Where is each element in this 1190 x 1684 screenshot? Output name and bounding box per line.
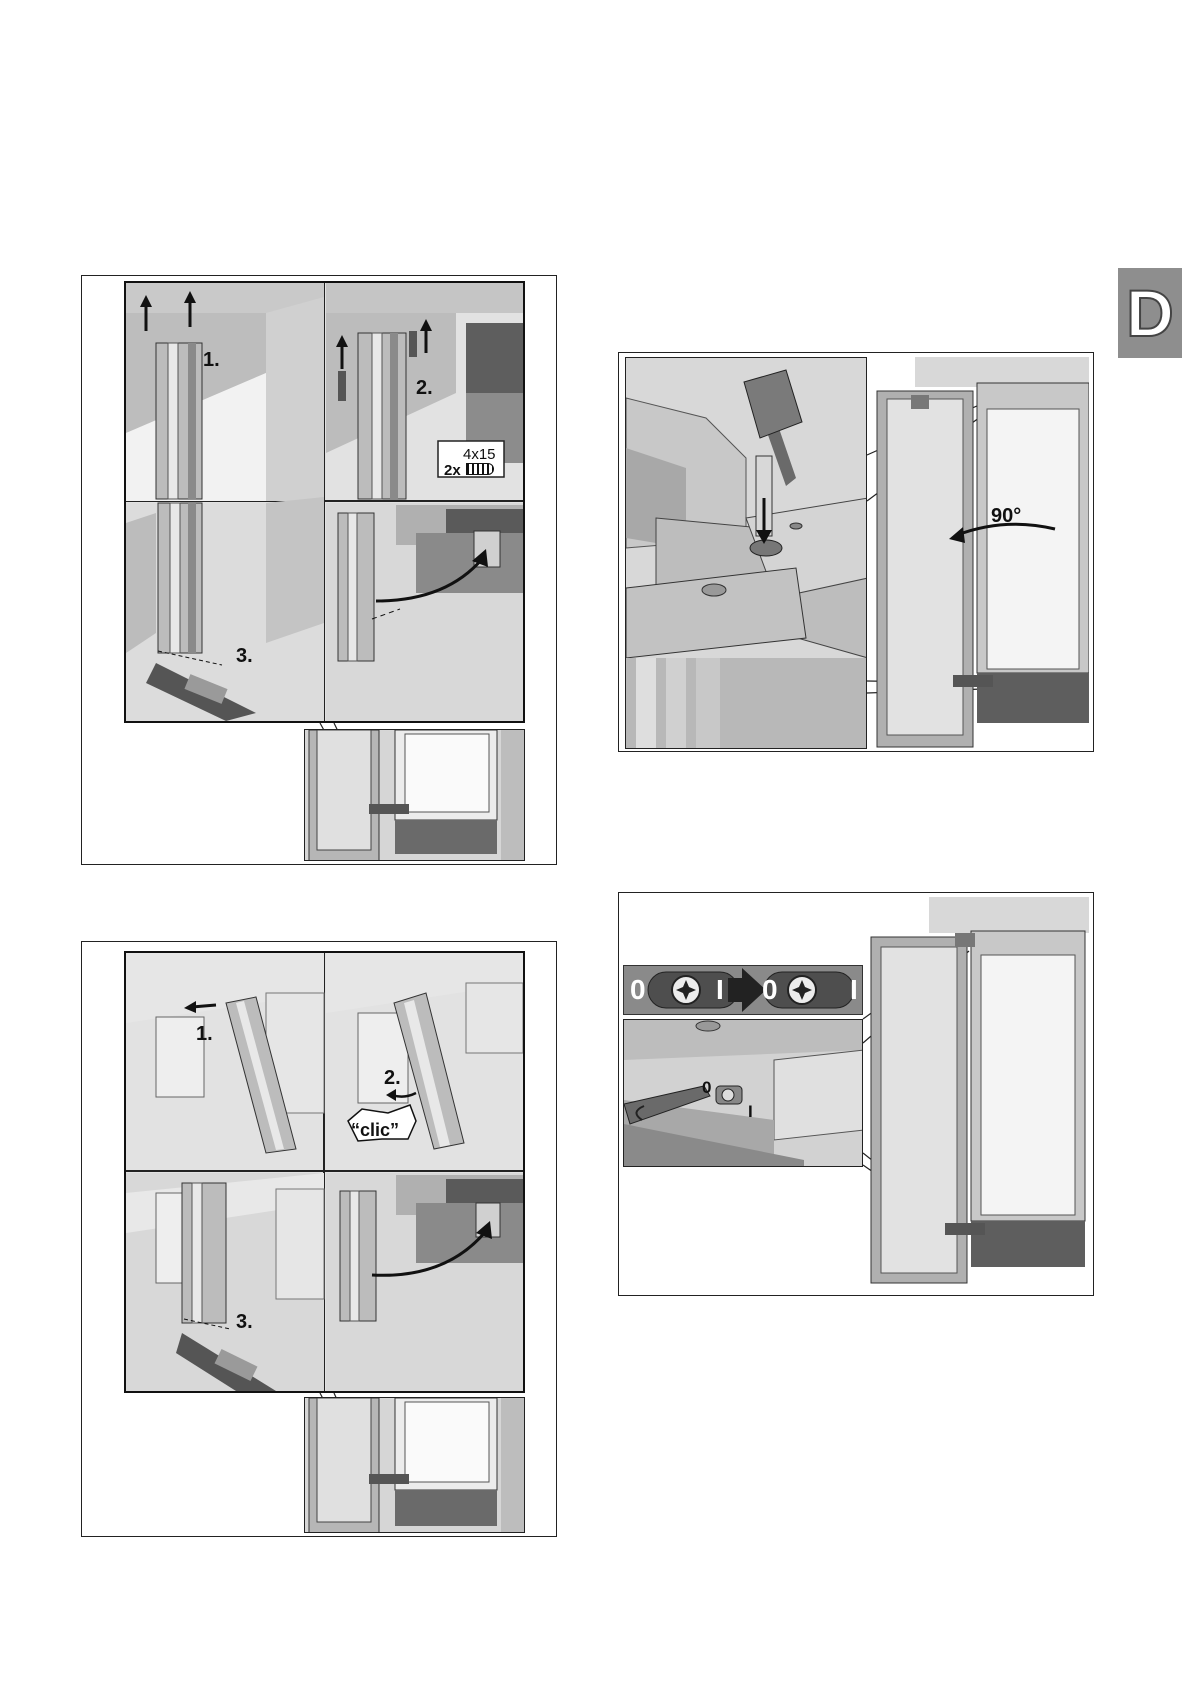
figure-1-inset: [304, 729, 525, 861]
screw-icon: [466, 463, 494, 475]
fig1-screw-qty: 2x: [444, 462, 461, 479]
switch-on-left: I: [716, 974, 724, 1006]
switch-on-right: I: [850, 974, 858, 1006]
figure-1-main-panel: 1. 2. 3. 4x15 2x: [124, 281, 525, 723]
figure-4-screwdriver-detail: [624, 1020, 863, 1167]
fig1-inset-door: [305, 730, 525, 861]
figure-2-illustration: [126, 953, 523, 1391]
fig2-step3-label: 3.: [236, 1311, 253, 1334]
fig1-step2-label: 2.: [416, 377, 433, 400]
fig2-sound-label: “clic”: [351, 1120, 399, 1141]
figure-4-detail-panel: 0 I: [623, 1019, 863, 1167]
fig1-step1-label: 1.: [203, 349, 220, 372]
fig3-angle-label: 90°: [991, 505, 1021, 528]
fig2-step2-label: 2.: [384, 1067, 401, 1090]
fig2-inset-door: [305, 1398, 525, 1533]
figure-3-detail-panel: [625, 357, 867, 749]
figure-2-inset: [304, 1397, 525, 1533]
switch-off-left: 0: [630, 974, 646, 1006]
dial-on-label: I: [748, 1102, 753, 1122]
figure-4-door-illustration: [869, 897, 1089, 1293]
fig1-step3-label: 3.: [236, 645, 253, 668]
language-tab: D: [1118, 268, 1182, 358]
language-tab-letter: D: [1126, 280, 1174, 346]
figure-4-frame: 0 I 0 I 0 I: [618, 892, 1094, 1296]
figure-3-door: 90°: [875, 357, 1089, 749]
figure-1-frame: 1. 2. 3. 4x15 2x: [81, 275, 557, 865]
fig2-step1-label: 1.: [196, 1023, 213, 1046]
figure-1-illustration: [126, 283, 523, 721]
figure-4-door: [869, 897, 1089, 1293]
switch-off-right: 0: [762, 974, 778, 1006]
figure-2-main-panel: 1. 2. “clic” 3.: [124, 951, 525, 1393]
figure-2-frame: 1. 2. “clic” 3.: [81, 941, 557, 1537]
figure-3-hammer-detail: [626, 358, 867, 749]
figure-3-frame: 90°: [618, 352, 1094, 752]
switch-indicator-strip: 0 I 0 I: [623, 965, 863, 1015]
switch-indicator-graphic: [624, 966, 862, 1014]
figure-3-door-illustration: [875, 357, 1089, 749]
fig1-screw-spec: 4x15: [463, 446, 496, 463]
dial-off-label: 0: [702, 1078, 711, 1098]
